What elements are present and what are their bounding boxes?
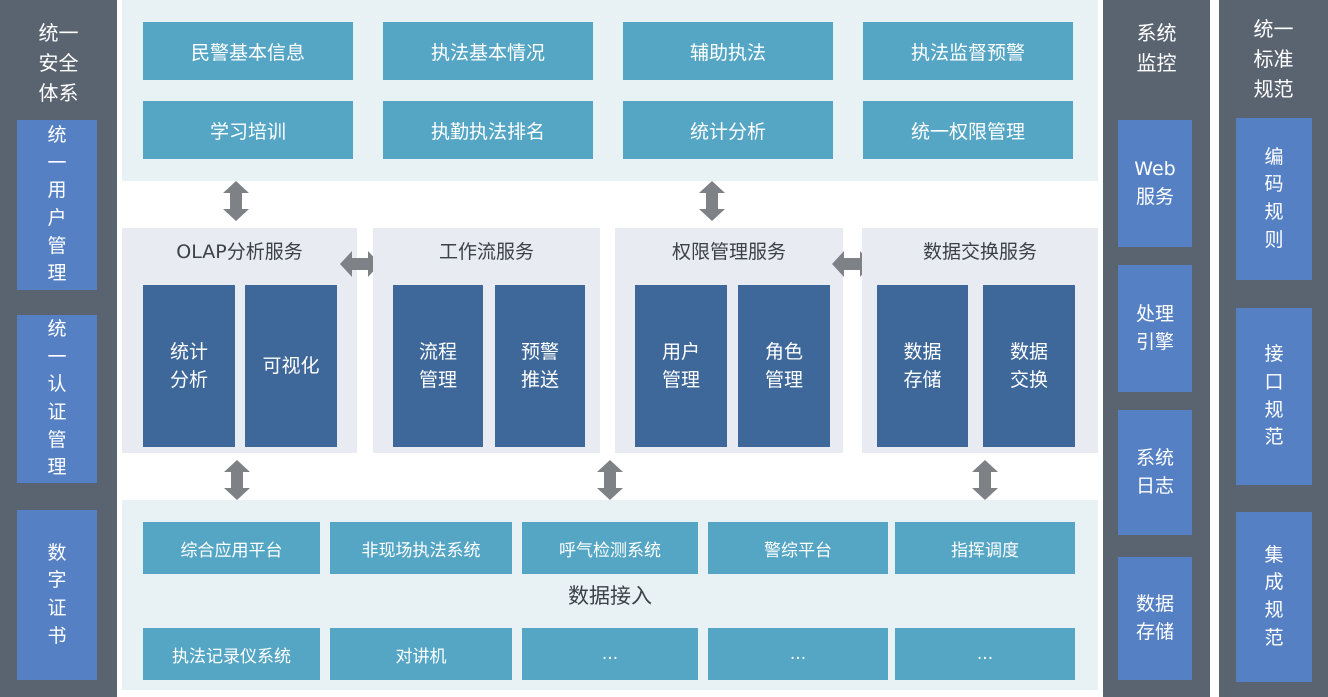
service-panel-data-exchange: 数据交换服务 数据 存储 数据 交换 [862,228,1098,453]
app-box-learning-training: 学习培训 [143,101,353,159]
double-arrow-horizontal-icon [340,251,380,277]
system-box-offsite-enforcement: 非现场执法系统 [330,522,512,574]
service-panel-data-exchange-title: 数据交换服务 [922,241,1037,263]
monitor-item-system-log: 系统 日志 [1118,410,1192,535]
service-panel-permission: 权限管理服务 用户 管理 角色 管理 [615,228,843,453]
module-statistics-analysis: 统计 分析 [143,285,235,447]
monitor-item-processing-engine: 处理 引擎 [1118,265,1192,392]
standards-sidebar: 统一 标准 规范 编 码 规 则 接 口 规 范 集 成 规 范 [1219,0,1328,697]
app-box-enforcement-basic-info: 执法基本情况 [383,22,593,80]
service-panel-workflow: 工作流服务 流程 管理 预警 推送 [373,228,600,453]
unified-security-sidebar: 统一 安全 体系 统 一 用 户 管 理 统 一 认 证 管 理 数 字 证 书 [0,0,117,697]
module-data-storage: 数据 存储 [877,285,968,447]
device-box-intercom: 对讲机 [330,628,512,680]
sidebar-item-unified-auth-mgmt: 统 一 认 证 管 理 [17,315,97,483]
monitor-item-data-storage: 数据 存储 [1118,557,1192,680]
device-box-ellipsis-1: ... [522,628,698,680]
data-access-panel: 综合应用平台 非现场执法系统 呼气检测系统 警综平台 指挥调度 数据接入 执法记… [122,500,1098,690]
system-monitor-sidebar: 系统 监控 Web 服务 处理 引擎 系统 日志 数据 存储 [1103,0,1210,697]
service-panel-olap: OLAP分析服务 统计 分析 可视化 [122,228,357,453]
double-arrow-vertical-icon [223,181,249,221]
system-box-command-dispatch: 指挥调度 [895,522,1075,574]
system-box-integrated-platform: 综合应用平台 [143,522,320,574]
module-user-mgmt: 用户 管理 [635,285,727,447]
module-visualization: 可视化 [245,285,337,447]
app-box-assisted-enforcement: 辅助执法 [623,22,833,80]
standards-item-interface-spec: 接 口 规 范 [1236,308,1312,485]
app-box-supervision-warning: 执法监督预警 [863,22,1073,80]
device-box-ellipsis-3: ... [895,628,1075,680]
system-monitor-sidebar-title: 系统 监控 [1136,21,1177,75]
application-layer-panel: 民警基本信息 执法基本情况 辅助执法 执法监督预警 学习培训 执勤执法排名 统计… [122,0,1098,181]
device-box-ellipsis-2: ... [708,628,888,680]
app-box-duty-ranking: 执勤执法排名 [383,101,593,159]
app-box-statistics-analysis: 统计分析 [623,101,833,159]
service-panel-olap-title: OLAP分析服务 [176,241,303,263]
device-box-body-camera: 执法记录仪系统 [143,628,320,680]
standards-sidebar-title: 统一 标准 规范 [1253,17,1294,101]
module-role-mgmt: 角色 管理 [738,285,830,447]
system-box-breath-test: 呼气检测系统 [522,522,698,574]
unified-security-sidebar-title: 统一 安全 体系 [38,21,79,105]
double-arrow-vertical-icon [699,181,725,221]
monitor-item-web-service: Web 服务 [1118,120,1192,247]
double-arrow-vertical-icon [972,460,998,500]
data-access-label: 数据接入 [568,584,652,608]
double-arrow-vertical-icon [224,460,250,500]
module-data-exchange: 数据 交换 [983,285,1075,447]
sidebar-item-digital-certificate: 数 字 证 书 [17,510,97,680]
app-box-unified-permission-mgmt: 统一权限管理 [863,101,1073,159]
sidebar-item-unified-user-mgmt: 统 一 用 户 管 理 [17,120,97,290]
module-process-mgmt: 流程 管理 [393,285,483,447]
service-panel-permission-title: 权限管理服务 [671,241,786,263]
service-panel-workflow-title: 工作流服务 [438,241,534,263]
standards-item-coding-rules: 编 码 规 则 [1236,118,1312,280]
standards-item-integration-spec: 集 成 规 范 [1236,512,1312,682]
module-warning-push: 预警 推送 [495,285,585,447]
double-arrow-vertical-icon [597,460,623,500]
app-box-police-basic-info: 民警基本信息 [143,22,353,80]
system-box-police-platform: 警综平台 [708,522,888,574]
